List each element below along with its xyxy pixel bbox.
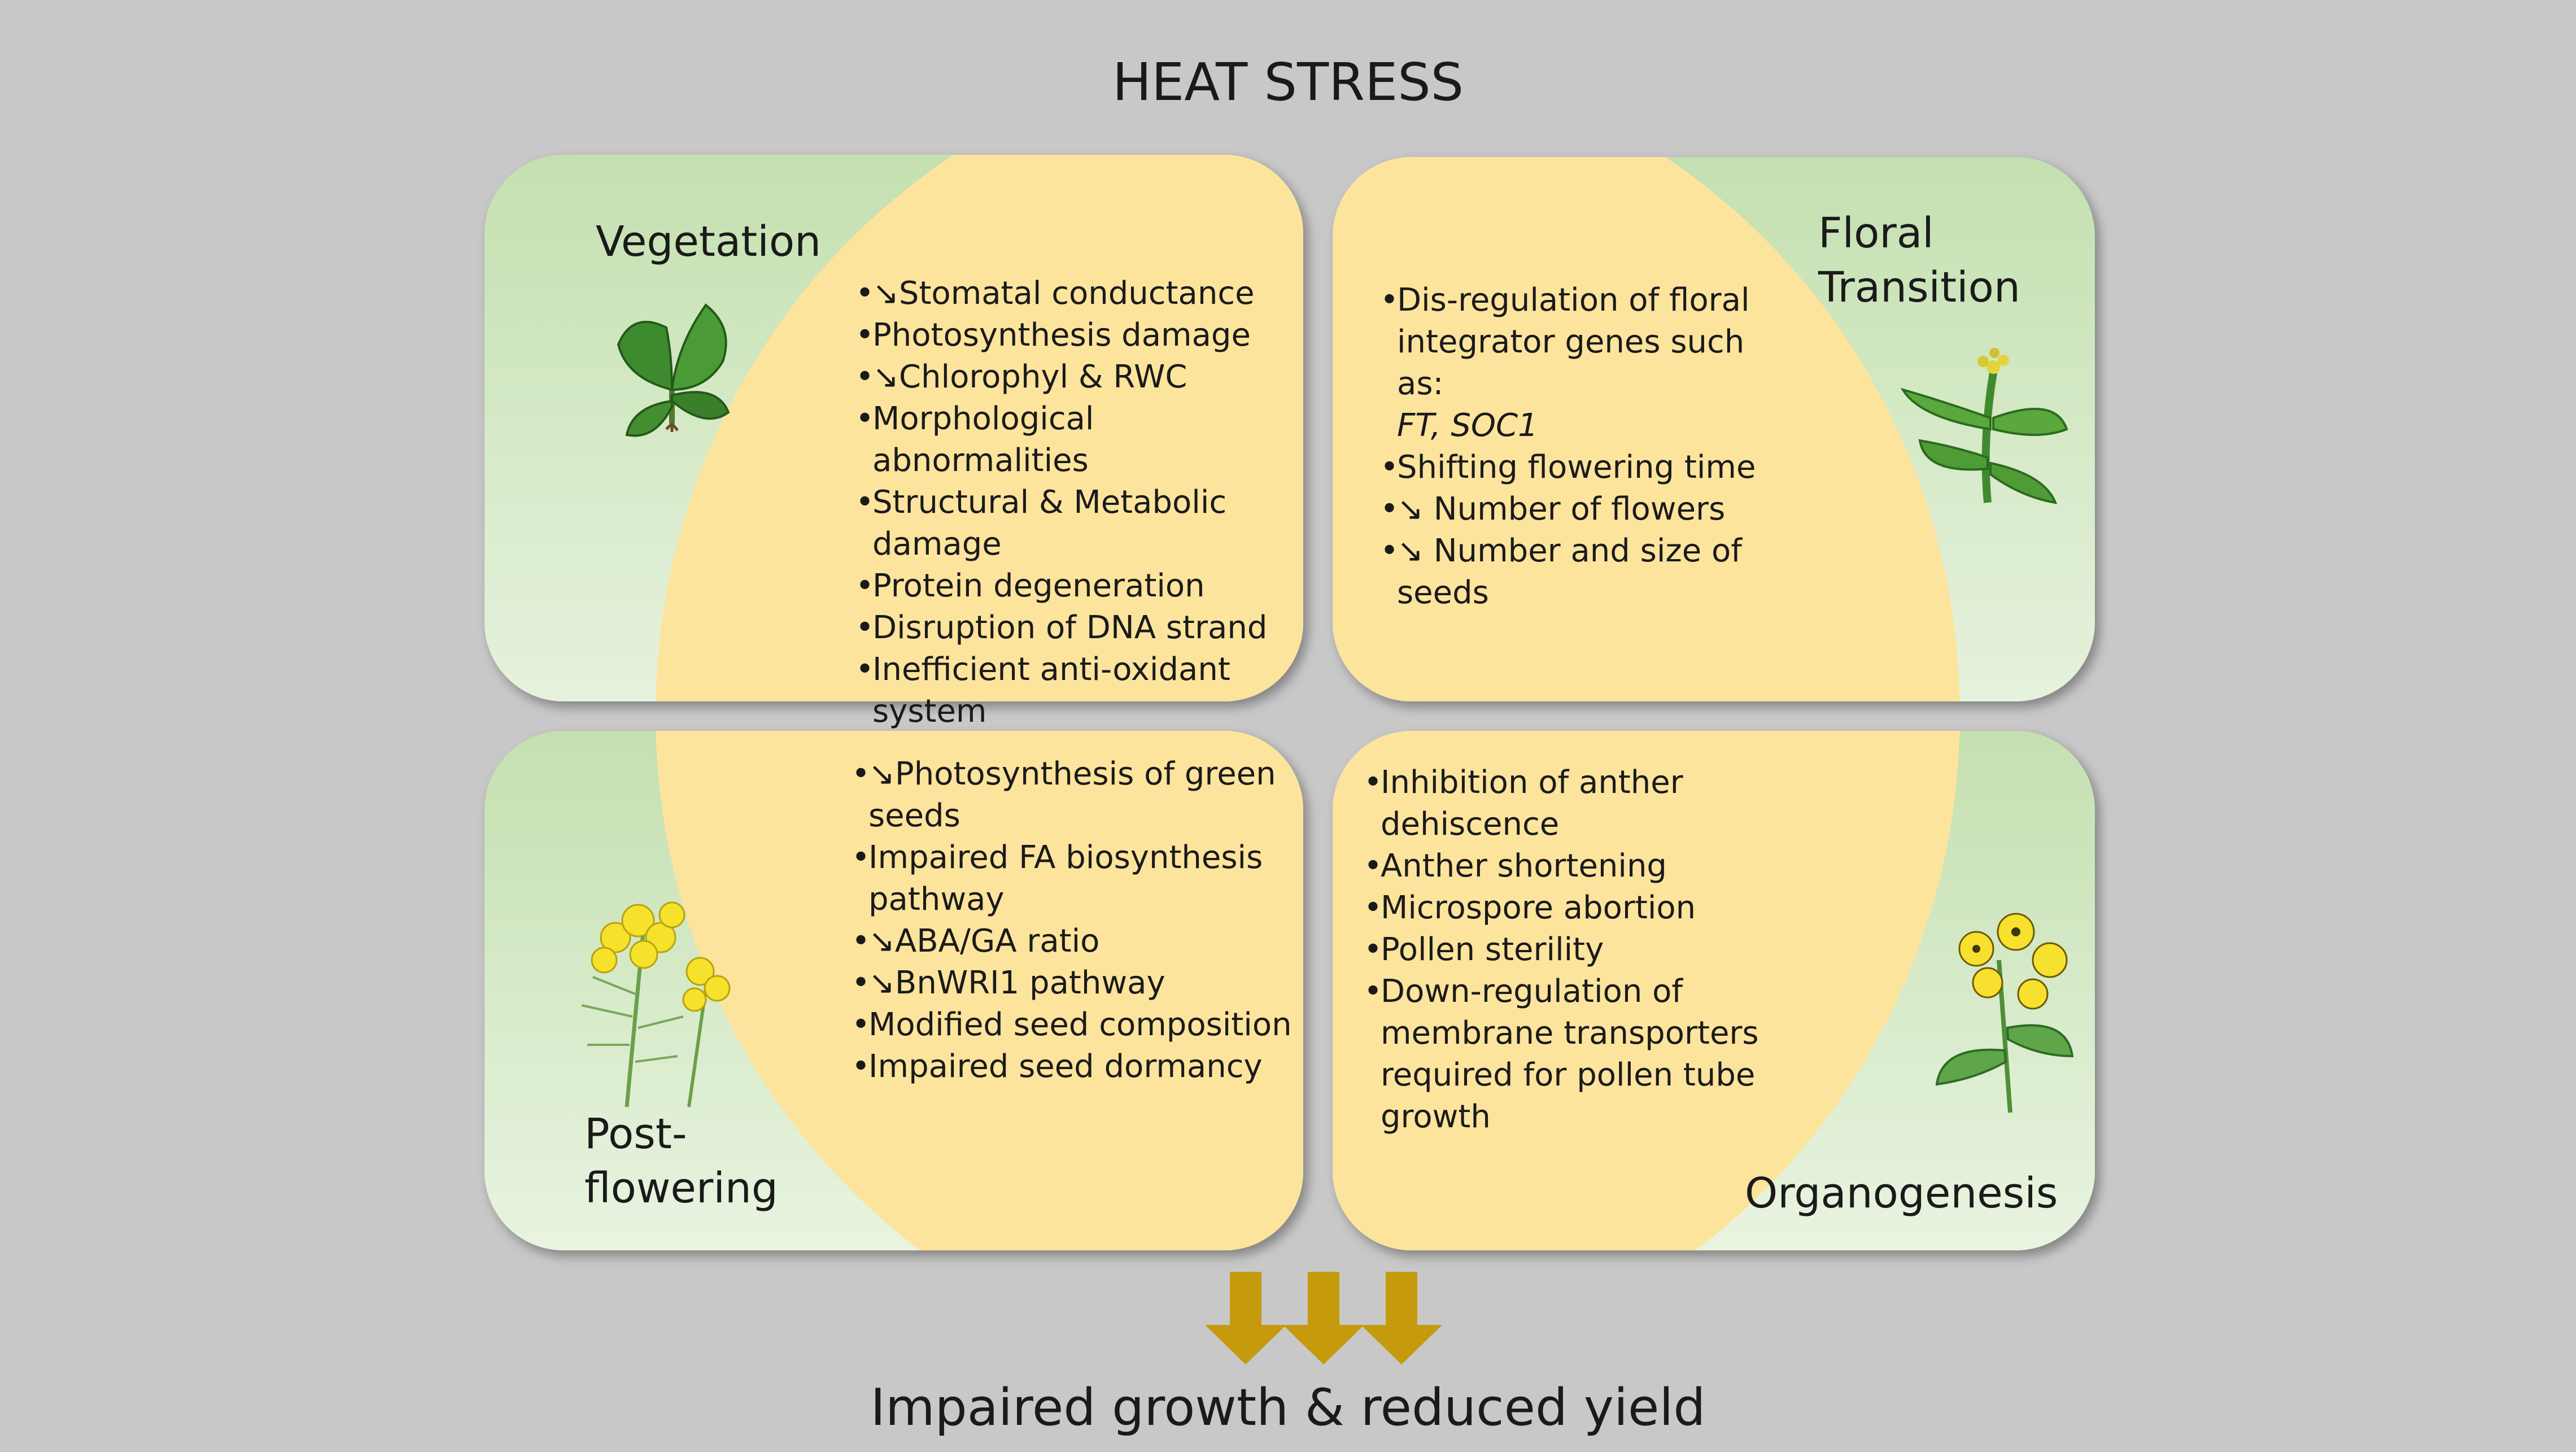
organogenesis-effects-list: Inhibition of anther dehiscence Anther s… xyxy=(1364,762,1849,1138)
list-item: Pollen sterility xyxy=(1364,929,1849,971)
down-arrow-icon xyxy=(1361,1272,1442,1364)
down-arrow-icon xyxy=(1205,1272,1286,1364)
yellow-flower-icon xyxy=(1935,913,2074,1113)
post-flowering-effects-list: ↘Photosynthesis of green seeds Impaired … xyxy=(852,753,1292,1088)
list-item: ↘Photosynthesis of green seeds xyxy=(852,753,1298,837)
list-item: Anther shortening xyxy=(1364,845,1849,887)
down-arrow-icon xyxy=(1283,1272,1364,1364)
stage-label-post-flowering: Post- flowering xyxy=(584,1110,778,1213)
list-item: ↘Stomatal conductance xyxy=(855,273,1307,315)
floral-transition-effects-list: Dis-regulation of floral integrator gene… xyxy=(1380,280,1787,614)
list-item: ↘BnWRI1 pathway xyxy=(852,962,1292,1004)
diagram-title: HEAT STRESS xyxy=(1112,52,1464,112)
list-item: ↘ Number and size of seeds xyxy=(1380,530,1747,614)
list-item: Modified seed composition xyxy=(852,1004,1292,1046)
leafy-plant-icon xyxy=(617,303,730,437)
list-item: Protein degeneration xyxy=(855,565,1307,607)
list-item: Impaired FA biosynthesis pathway xyxy=(852,837,1275,921)
flowering-stem-icon xyxy=(581,901,731,1107)
stage-label-vegetation: Vegetation xyxy=(596,217,822,266)
list-item: Morphological abnormalities xyxy=(855,398,1307,482)
vegetation-effects-list: ↘Stomatal conductance Photosynthesis dam… xyxy=(855,273,1307,732)
stage-label-floral-transition: Floral Transition xyxy=(1818,209,2020,312)
stage-label-organogenesis: Organogenesis xyxy=(1745,1169,2058,1218)
list-item: Structural & Metabolic damage xyxy=(855,482,1234,565)
list-item: ↘ABA/GA ratio xyxy=(852,921,1292,962)
list-item: Shifting flowering time xyxy=(1380,447,1787,489)
diagram-conclusion: Impaired growth & reduced yield xyxy=(870,1378,1706,1437)
list-item-text: Dis-regulation of floral integrator gene… xyxy=(1397,282,1750,402)
list-item: Impaired seed dormancy xyxy=(852,1046,1292,1088)
list-item: Inhibition of anther dehiscence xyxy=(1364,762,1849,845)
list-item: Down-regulation of membrane transporters… xyxy=(1364,971,1844,1138)
budding-plant-icon xyxy=(1900,348,2068,504)
list-item: Disruption of DNA strand xyxy=(855,607,1307,649)
list-item: Photosynthesis damage xyxy=(855,315,1307,356)
list-item: Inefficient anti-oxidant system xyxy=(855,649,1234,732)
list-item: Dis-regulation of floral integrator gene… xyxy=(1380,280,1781,447)
list-item: Microspore abortion xyxy=(1364,887,1849,929)
down-arrows xyxy=(1205,1272,1442,1364)
list-item: ↘Chlorophyl & RWC xyxy=(855,356,1307,398)
list-item: ↘ Number of flowers xyxy=(1380,489,1787,530)
gene-names: FT, SOC1 xyxy=(1397,407,1538,444)
